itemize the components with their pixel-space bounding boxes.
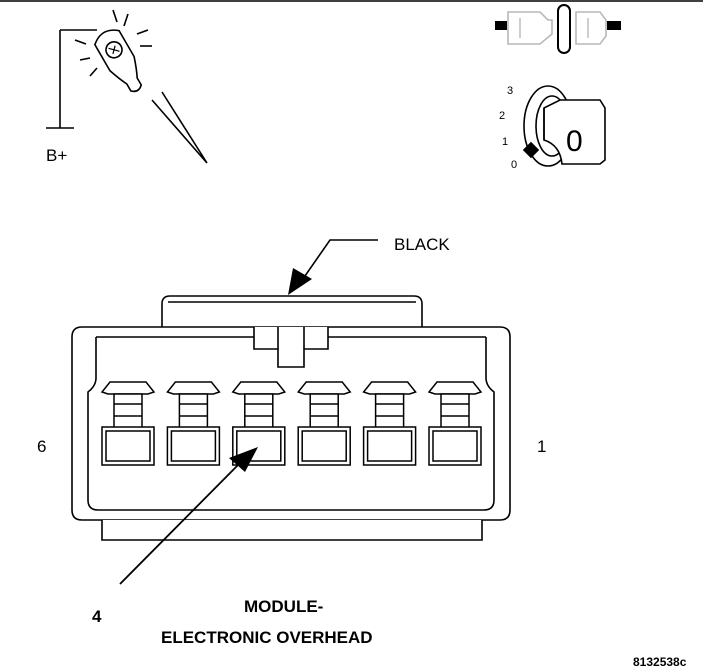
ignition-position-0: 0 — [511, 159, 517, 171]
connector-cavity — [166, 381, 221, 466]
ignition-switch-icon — [522, 85, 606, 167]
ignition-knob-position: 0 — [566, 125, 583, 158]
disconnected-connector-icon — [495, 4, 621, 54]
connector-cavity — [100, 381, 156, 466]
ignition-position-1: 1 — [502, 136, 508, 148]
ignition-position-3: 3 — [507, 85, 513, 97]
caption-line-2: ELECTRONIC OVERHEAD — [161, 628, 373, 647]
color-callout-leader — [288, 239, 378, 295]
color-callout-label: BLACK — [394, 235, 450, 254]
connector-cavities — [100, 381, 483, 466]
connector-cavity — [296, 381, 352, 466]
figure-id: 8132538c — [633, 655, 687, 669]
connector-cavity — [362, 381, 417, 466]
probe-label: B+ — [46, 146, 67, 165]
ignition-position-2: 2 — [499, 110, 505, 122]
pin-number-left: 6 — [37, 437, 46, 456]
cavity-callout-leader — [119, 447, 258, 585]
pin-number-right: 1 — [537, 437, 546, 456]
caption-line-1: MODULE- — [244, 597, 323, 616]
connector-housing — [71, 295, 511, 541]
connector-cavity — [427, 381, 483, 466]
test-light-probe-icon — [46, 9, 208, 164]
cavity-callout-number: 4 — [92, 607, 102, 626]
